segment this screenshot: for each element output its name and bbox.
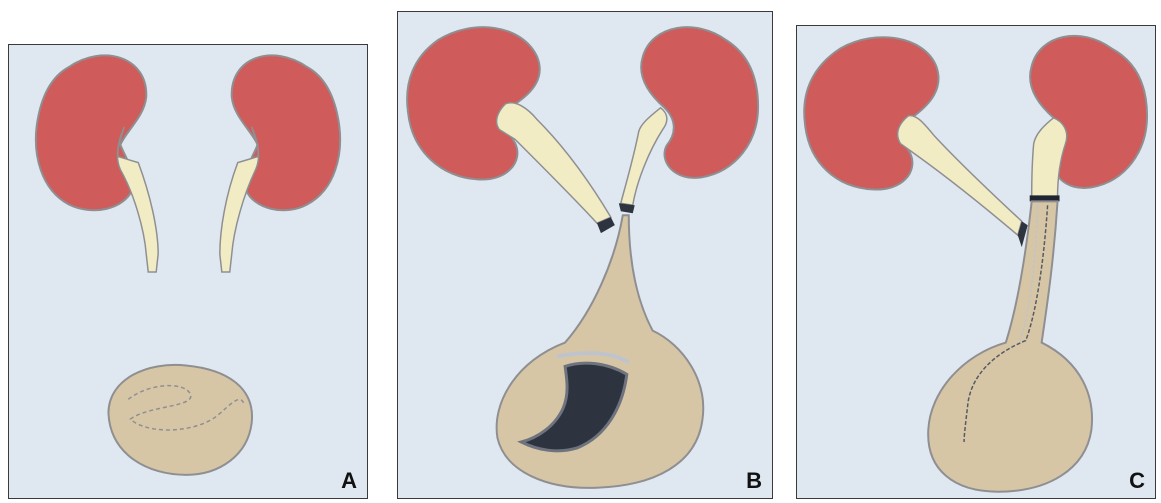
right-ureter bbox=[621, 108, 667, 205]
left-kidney bbox=[804, 37, 938, 189]
bladder-tube bbox=[928, 201, 1092, 491]
right-ureter bbox=[1032, 118, 1067, 198]
bladder bbox=[108, 365, 252, 475]
panel-a: A bbox=[8, 44, 368, 499]
panel-b: B bbox=[397, 11, 773, 499]
panel-c-illustration bbox=[797, 26, 1155, 498]
left-ureter bbox=[898, 116, 1022, 236]
bladder-flap bbox=[497, 215, 704, 488]
panel-b-illustration bbox=[398, 12, 772, 498]
panel-a-illustration bbox=[9, 45, 367, 498]
panel-c: C bbox=[796, 25, 1156, 499]
panel-label-a: A bbox=[341, 468, 357, 494]
panel-label-b: B bbox=[746, 468, 762, 494]
right-kidney bbox=[641, 27, 758, 178]
panel-label-c: C bbox=[1129, 468, 1145, 494]
left-kidney bbox=[407, 27, 540, 179]
